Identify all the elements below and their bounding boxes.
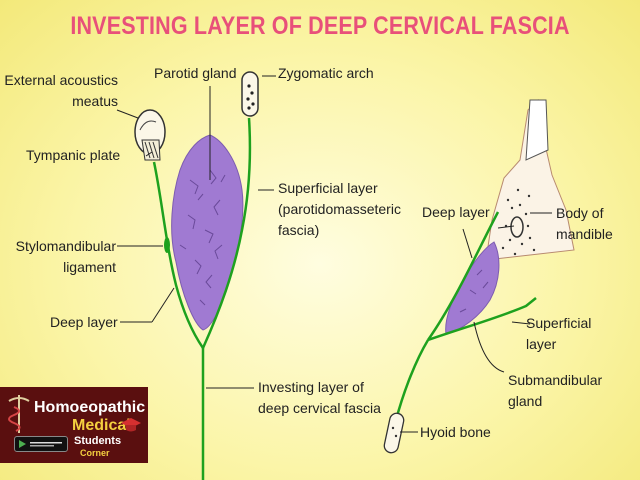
label-line: deep cervical fascia [258, 400, 381, 416]
mandible-shape [485, 98, 575, 261]
logo-line-2: Medical [72, 417, 131, 434]
label-line: Submandibular [508, 372, 603, 388]
label-line: Deep layer [50, 314, 118, 330]
label-line: External acoustics [4, 72, 118, 88]
label-hyoid-bone: Hyoid bone [420, 422, 491, 443]
label-line: gland [508, 393, 543, 409]
label-deep-layer-left: Deep layer [50, 312, 118, 333]
label-line: Stylomandibular [15, 238, 116, 254]
logo-line-3: Students [74, 435, 122, 447]
label-submandibular-gland: Submandibular gland [508, 370, 602, 412]
label-line: layer [526, 336, 557, 352]
left-fascia-lines [152, 117, 252, 480]
label-line: Deep layer [422, 204, 490, 220]
logo-line-1: Homoeopathic [34, 399, 146, 416]
label-superficial-layer-parotid: Superficial layer (parotidomasseteric fa… [278, 178, 401, 241]
label-line: Superficial [526, 315, 592, 331]
logo-line-4: Corner [80, 448, 110, 458]
label-superficial-layer-right: Superficial layer [526, 313, 591, 355]
label-line: Tympanic plate [26, 147, 121, 163]
label-zygomatic-arch: Zygomatic arch [278, 63, 374, 84]
label-line: Body of [556, 205, 604, 221]
label-body-of-mandible: Body of mandible [556, 203, 613, 245]
label-line: (parotidomasseteric [278, 201, 401, 217]
leader-lines [116, 75, 552, 433]
tympanic-plate-shape [141, 139, 161, 161]
zygomatic-arch-shape [241, 71, 259, 117]
parotid-gland-shape [171, 134, 244, 331]
label-line: Superficial layer [278, 180, 378, 196]
page-title: INVESTING LAYER OF DEEP CERVICAL FASCIA [70, 12, 570, 40]
label-line: ligament [63, 259, 116, 275]
stylomandibular-ligament-shape [164, 237, 170, 253]
label-external-acoustic-meatus: External acoustics meatus [4, 70, 118, 112]
watermark-logo: Homoeopathic Medical Students Corner [0, 387, 148, 463]
caduceus-icon [8, 395, 30, 433]
label-tympanic-plate: Tympanic plate [26, 145, 120, 166]
label-line: Zygomatic arch [278, 65, 374, 81]
right-fascia-lines [394, 211, 537, 421]
label-line: Hyoid bone [420, 424, 491, 440]
label-investing-layer: Investing layer of deep cervical fascia [258, 377, 381, 419]
label-line: meatus [72, 93, 118, 109]
label-line: mandible [556, 226, 613, 242]
google-play-icon [14, 436, 68, 452]
label-stylomandibular-ligament: Stylomandibular ligament [6, 236, 116, 278]
label-line: Parotid gland [154, 65, 237, 81]
label-line: Investing layer of [258, 379, 364, 395]
label-parotid-gland: Parotid gland [154, 63, 237, 84]
label-deep-layer-right: Deep layer [422, 202, 490, 223]
hyoid-bone-shape [383, 412, 405, 454]
graduation-cap-icon [121, 418, 141, 432]
label-line: fascia) [278, 222, 320, 238]
